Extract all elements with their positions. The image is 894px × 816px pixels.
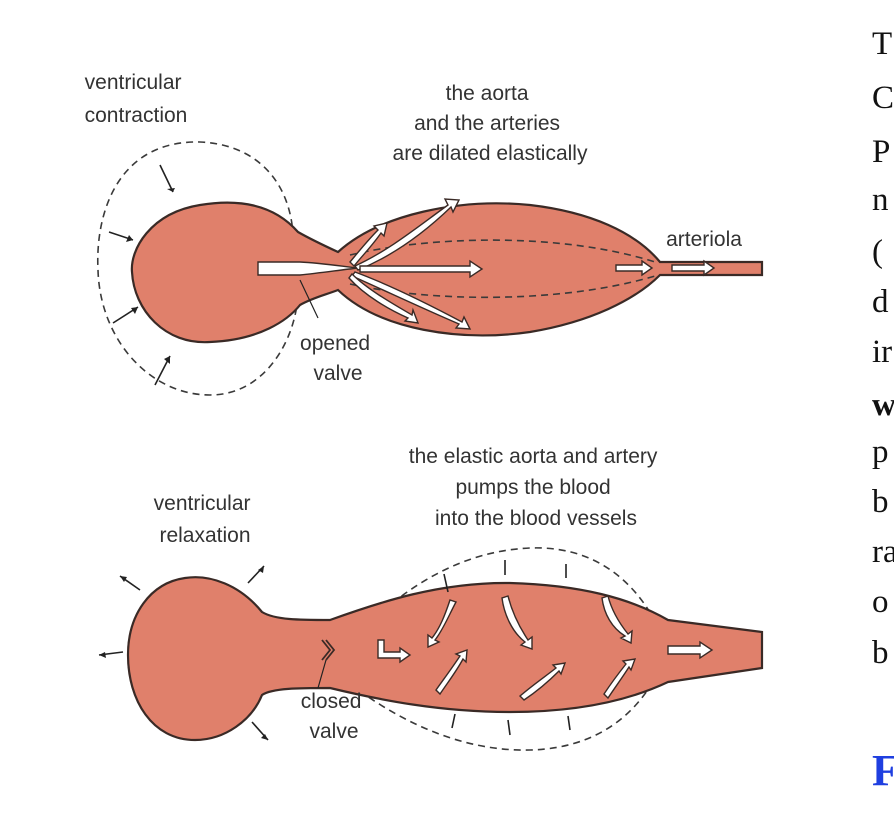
valve-leader [299,279,319,319]
bottom-flow-arrows [377,595,714,701]
side-letter: ra [872,534,894,570]
closed-valve-label: closed valve [301,690,368,743]
closed-valve-notch [321,639,336,661]
side-letter: ( [872,234,883,270]
opened-valve-label: opened valve [300,332,376,385]
cropped-side-text: T C P n ( d ir w p b ra o b F [872,26,894,795]
side-link[interactable]: F [872,746,894,795]
aorta-inner-dash-lower [349,275,656,299]
contraction-arrows [108,164,175,386]
side-letter: b [872,484,889,520]
bottom-diagram: ventricular relaxation the elastic aorta… [98,445,764,751]
pumps-label: the elastic aorta and artery pumps the b… [409,445,663,530]
bottom-heart-aorta [126,576,764,742]
aorta-inner-dash-upper [349,239,656,263]
side-letter: P [872,134,890,170]
side-letter: o [872,584,889,620]
relaxation-label: ventricular relaxation [154,492,257,547]
side-letter-bold: w [872,387,894,423]
relaxation-arrows [98,560,571,741]
side-letter: C [872,80,894,116]
contraction-label: ventricular contraction [85,71,188,127]
closed-valve-leader [317,659,327,689]
contraction-envelope [96,141,299,396]
side-letter: p [872,434,889,470]
arteriola-label: arteriola [666,228,742,251]
top-flow-arrows [348,198,716,330]
side-letter: b [872,635,889,671]
side-letter: d [872,284,889,320]
side-letter: T [872,26,892,62]
side-letter: n [872,182,889,218]
top-diagram: ventricular contraction the aorta and th… [85,71,764,396]
dilated-label: the aorta and the arteries are dilated e… [393,82,588,165]
side-letter: ir [872,334,892,370]
